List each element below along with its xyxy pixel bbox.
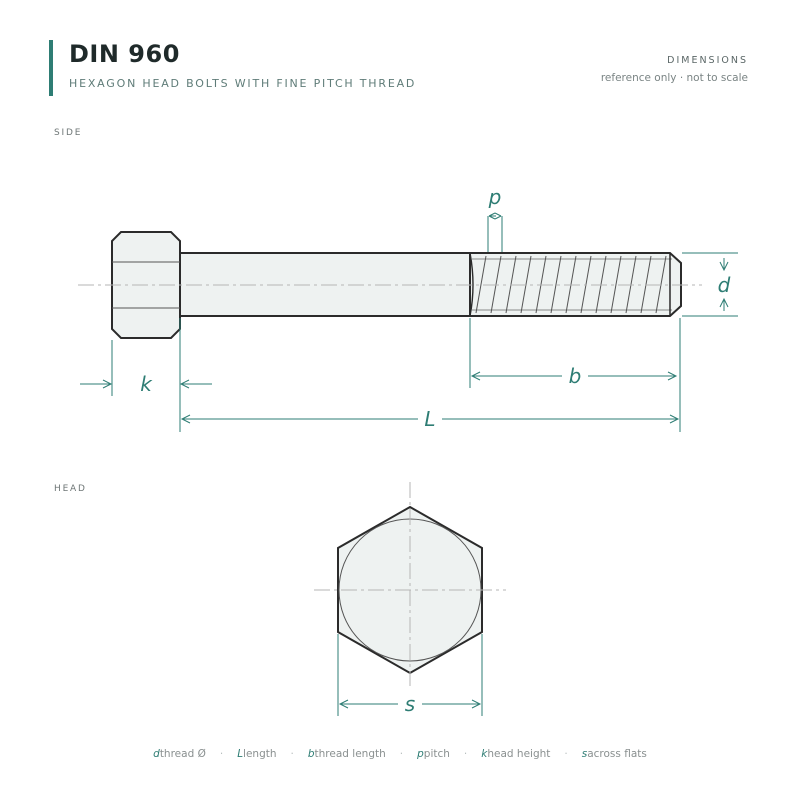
side-dimensions — [80, 212, 738, 432]
thread-line — [610, 255, 622, 314]
dim-label-p: p — [488, 185, 502, 209]
thread-line — [475, 255, 487, 314]
dimensions-disclaimer: reference only · not to scale — [600, 72, 748, 84]
accent-bar — [49, 40, 53, 96]
s-arrow-left — [338, 699, 398, 709]
page-title: DIN 960 — [69, 40, 180, 68]
legend-item-b: bthread length — [307, 748, 386, 760]
L-arrow-left — [180, 414, 418, 424]
dim-label-b: b — [569, 364, 582, 388]
legend-item-k: khead height — [481, 748, 551, 760]
side-view — [78, 231, 702, 339]
dim-label-L: L — [424, 407, 435, 431]
b-arrow-right — [588, 371, 678, 381]
k-arrow-left — [80, 379, 113, 389]
legend-item-p: ppitch — [417, 748, 450, 760]
legend-item-s: sacross flats — [581, 748, 647, 760]
L-arrow-right — [442, 414, 680, 424]
head-view — [314, 482, 506, 686]
dim-label-k: k — [140, 372, 153, 396]
d-arrow-bottom — [719, 297, 729, 311]
legend-item-d: dthread Ø — [153, 748, 206, 760]
dimensions-heading: DIMENSIONS — [667, 55, 748, 66]
dimensions-note: DIMENSIONS reference only · not to scale — [601, 55, 748, 84]
legend-item-L: Llength — [237, 748, 277, 760]
head-dimensions — [337, 634, 483, 716]
legend: dthread Ø·Llength·bthread length·ppitch·… — [153, 748, 647, 760]
d-arrow-top — [719, 258, 729, 272]
thread-line — [550, 255, 562, 314]
p-arrows — [488, 212, 502, 220]
k-arrow-right — [179, 379, 212, 389]
thread-runout — [469, 252, 474, 317]
section-label-side: SIDE — [54, 128, 83, 138]
dim-label-d: d — [718, 273, 731, 297]
page-subtitle: HEXAGON HEAD BOLTS WITH FINE PITCH THREA… — [69, 77, 417, 90]
section-label-head: HEAD — [54, 484, 87, 494]
s-arrow-right — [422, 699, 482, 709]
b-arrow-left — [470, 371, 562, 381]
dim-label-s: s — [405, 692, 415, 716]
